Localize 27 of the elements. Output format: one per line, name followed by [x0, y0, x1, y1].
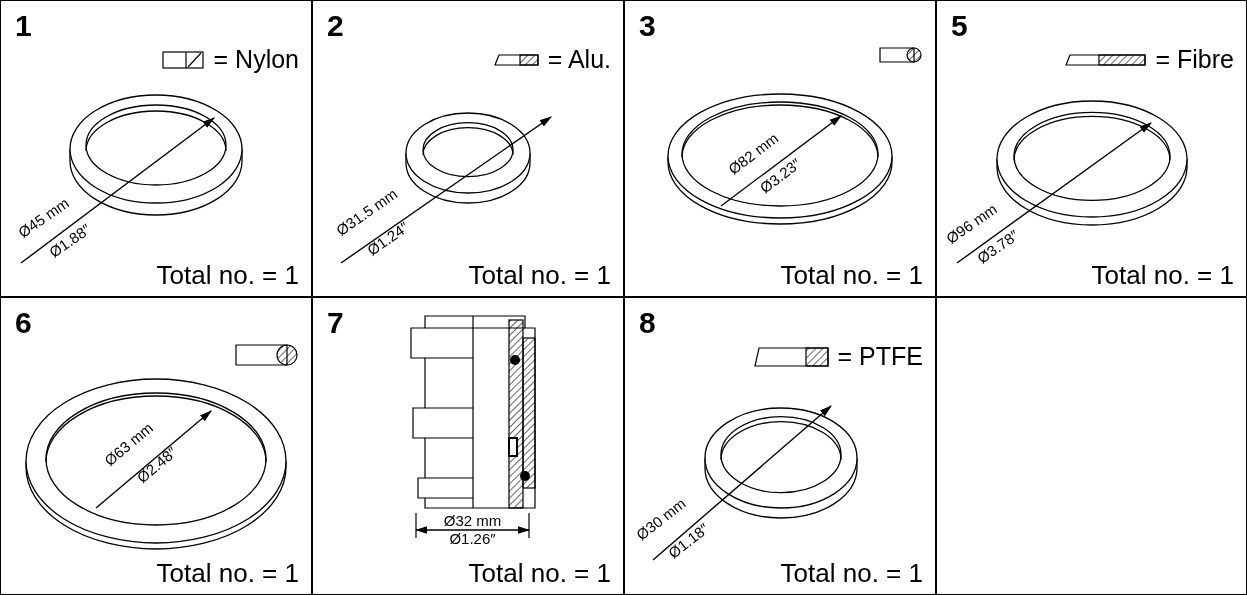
item-number: 1: [15, 11, 32, 41]
part-cell: [0, 0, 312, 297]
item-number: 7: [327, 308, 344, 338]
quantity-label: Total no. = 1: [468, 262, 611, 288]
material-label: = Alu.: [547, 47, 611, 72]
material-label: = PTFE: [837, 344, 923, 369]
part-cell: [312, 0, 624, 297]
part-cell: [0, 297, 312, 595]
part-cell: [312, 297, 624, 595]
item-number: 2: [327, 11, 344, 41]
item-number: 5: [951, 11, 968, 41]
part-cell: [624, 297, 936, 595]
quantity-label: Total no. = 1: [468, 560, 611, 586]
part-cell: [936, 0, 1247, 297]
quantity-label: Total no. = 1: [780, 262, 923, 288]
dimension-label: Ø32 mm: [443, 512, 502, 530]
dimension-label: Ø1.26″: [449, 530, 496, 548]
material-label: = Fibre: [1155, 47, 1234, 72]
material-label: = Nylon: [213, 47, 299, 72]
item-number: 8: [639, 308, 656, 338]
quantity-label: Total no. = 1: [1091, 262, 1234, 288]
item-number: 6: [15, 308, 32, 338]
quantity-label: Total no. = 1: [780, 560, 923, 586]
part-cell: [624, 0, 936, 297]
item-number: 3: [639, 11, 656, 41]
quantity-label: Total no. = 1: [156, 560, 299, 586]
quantity-label: Total no. = 1: [156, 262, 299, 288]
